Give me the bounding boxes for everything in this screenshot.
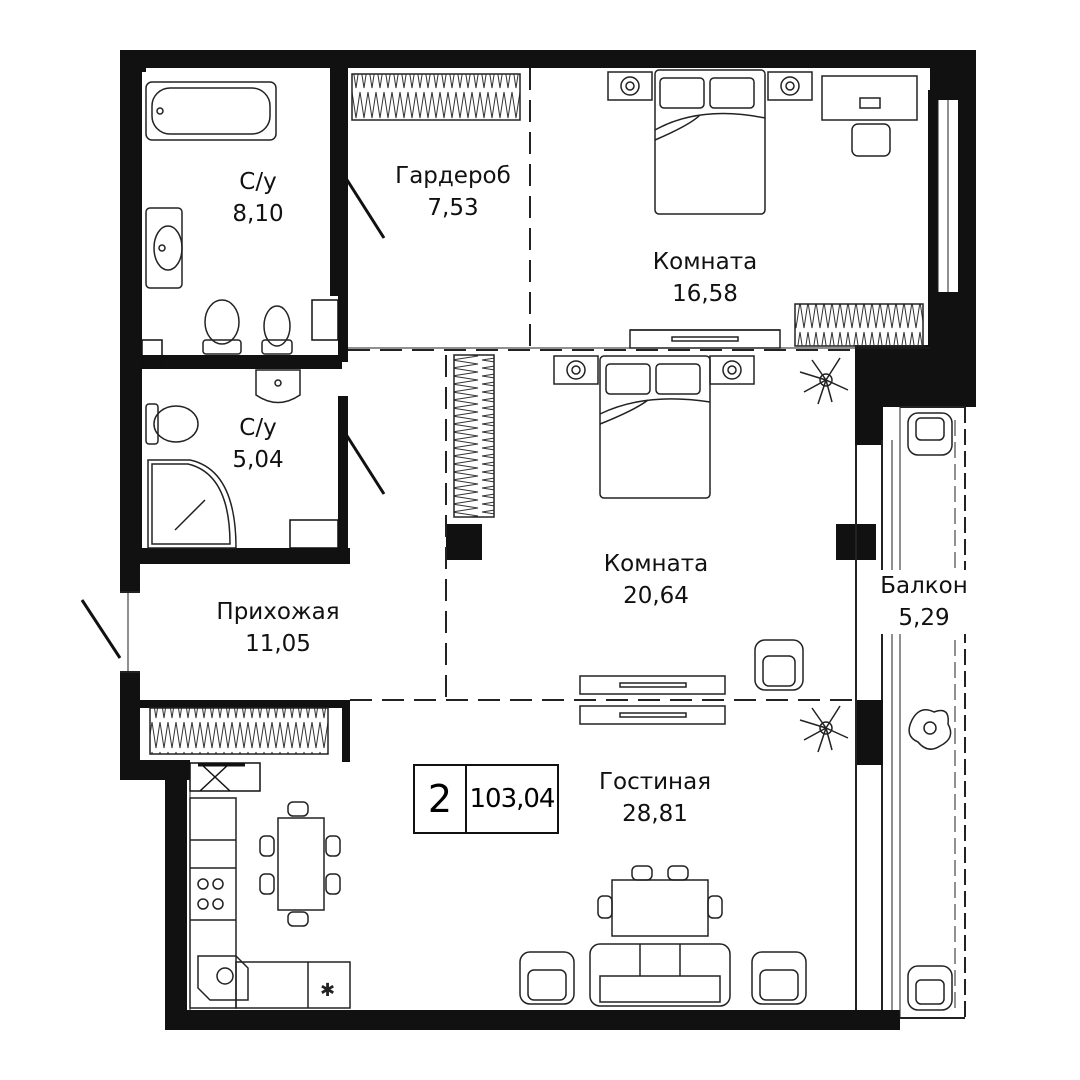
room-area: 16,58 xyxy=(672,281,738,307)
balcony-furniture xyxy=(907,412,953,1011)
room-wardrobe: Гардероб 7,53 xyxy=(395,160,511,224)
room-area: 20,64 xyxy=(623,583,689,609)
living-furniture xyxy=(519,705,807,1007)
room-area: 28,81 xyxy=(622,801,688,827)
room-hall: Прихожая 11,05 xyxy=(216,596,339,660)
room-name: Гардероб xyxy=(395,163,511,189)
total-area: 103,04 xyxy=(469,784,556,814)
apartment-badge: 2 103,04 xyxy=(413,764,559,834)
room-living: Гостиная 28,81 xyxy=(599,766,711,830)
room-name: Гостиная xyxy=(598,769,712,795)
room-balcony: Балкон 5,29 xyxy=(880,570,968,634)
room-area: 5,04 xyxy=(232,447,284,473)
room-name: Прихожая xyxy=(216,599,340,625)
room-name: Комната xyxy=(652,249,758,275)
room-bath2: С/у 5,04 xyxy=(232,412,283,476)
room-area: 8,10 xyxy=(232,201,284,227)
rooms-count: 2 xyxy=(415,766,467,832)
room-area: 7,53 xyxy=(427,195,479,221)
room-bedroom1: Комната 16,58 xyxy=(653,246,757,310)
bedroom1-furniture xyxy=(607,69,918,349)
wardrobe-units xyxy=(149,73,924,755)
kitchen-furniture xyxy=(189,797,351,1009)
room-bedroom2: Комната 20,64 xyxy=(604,548,708,612)
bedroom2-furniture xyxy=(553,355,804,695)
bathroom2-fixtures xyxy=(145,369,301,549)
room-area: 5,29 xyxy=(898,605,950,631)
room-name: С/у xyxy=(239,415,277,441)
room-name: С/у xyxy=(239,169,277,195)
door-frames xyxy=(141,299,339,792)
room-name: Комната xyxy=(603,551,709,577)
fridge-icon: ✱ xyxy=(320,980,335,1001)
bathroom1-fixtures xyxy=(145,81,293,355)
room-bath1: С/у 8,10 xyxy=(232,166,283,230)
room-area: 11,05 xyxy=(245,631,311,657)
doors xyxy=(80,171,386,767)
room-name: Балкон xyxy=(880,573,968,599)
walls xyxy=(120,50,976,1030)
plant-icons xyxy=(799,357,849,753)
